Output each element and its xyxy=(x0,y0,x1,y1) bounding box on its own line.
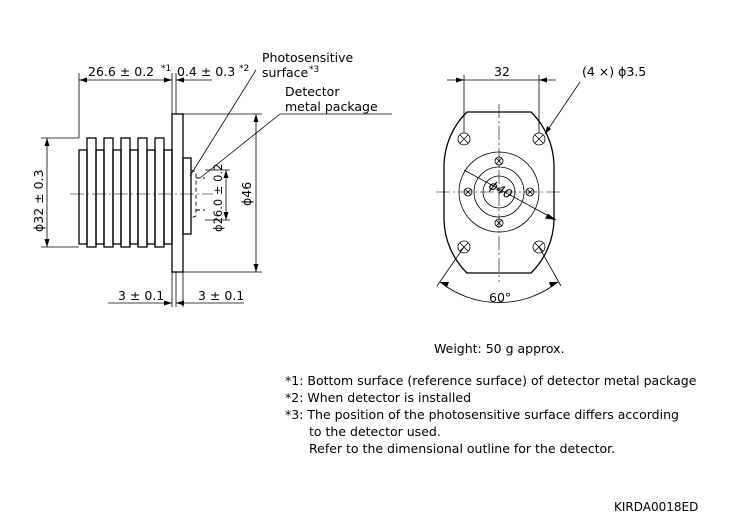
front-view: ϕ40 32 (4 ×) ϕ3.5 60° xyxy=(436,64,646,305)
dim-body-length-mark: *1 xyxy=(161,64,171,74)
note-2: *2: When detector is installed xyxy=(285,390,472,405)
dim-hole-spacing: 32 xyxy=(494,64,510,79)
metal-package-leader xyxy=(199,113,281,179)
label-photosensitive: Photosensitive xyxy=(262,50,354,65)
note-3-line-1: *3: The position of the photosensitive s… xyxy=(285,407,679,422)
label-metal-package: metal package xyxy=(285,99,378,114)
weight-note: Weight: 50 g approx. xyxy=(434,341,565,356)
label-surface-mark: *3 xyxy=(309,65,319,75)
dim-flange-left: 3 ± 0.1 xyxy=(118,288,164,303)
dim-flange-right: 3 ± 0.1 xyxy=(198,288,244,303)
flange xyxy=(171,113,184,273)
dim-detector-diameter: ϕ26.0 ± 0.2 xyxy=(211,164,225,232)
dim-holes: (4 ×) ϕ3.5 xyxy=(582,64,646,79)
screw-marks xyxy=(463,156,535,228)
note-3-line-3: Refer to the dimensional outline for the… xyxy=(309,441,616,456)
dim-offset-mark: *2 xyxy=(239,64,249,74)
note-3-line-2: to the detector used. xyxy=(309,424,441,439)
dim-flange-diameter: ϕ46 xyxy=(239,182,254,206)
drawing-code: KIRDA0018ED xyxy=(614,500,699,514)
side-view: 26.6 ± 0.2 *1 0.4 ± 0.3 *2 Photosensitiv… xyxy=(31,50,392,307)
holes-leader xyxy=(544,81,581,135)
detector-holder xyxy=(182,157,192,235)
label-detector: Detector xyxy=(285,84,340,99)
flange-outline xyxy=(443,111,555,274)
note-1: *1: Bottom surface (reference surface) o… xyxy=(285,373,697,388)
photosensitive-leader xyxy=(189,69,257,177)
dim-offset: 0.4 ± 0.3 xyxy=(177,64,235,79)
dim-body-diameter: ϕ32 ± 0.3 xyxy=(31,170,46,232)
label-surface: surface xyxy=(262,65,309,80)
angle-arc xyxy=(439,281,559,303)
dim-angle: 60° xyxy=(489,290,511,305)
dim-body-length: 26.6 ± 0.2 xyxy=(88,64,154,79)
heat-sink-fins xyxy=(78,137,173,248)
